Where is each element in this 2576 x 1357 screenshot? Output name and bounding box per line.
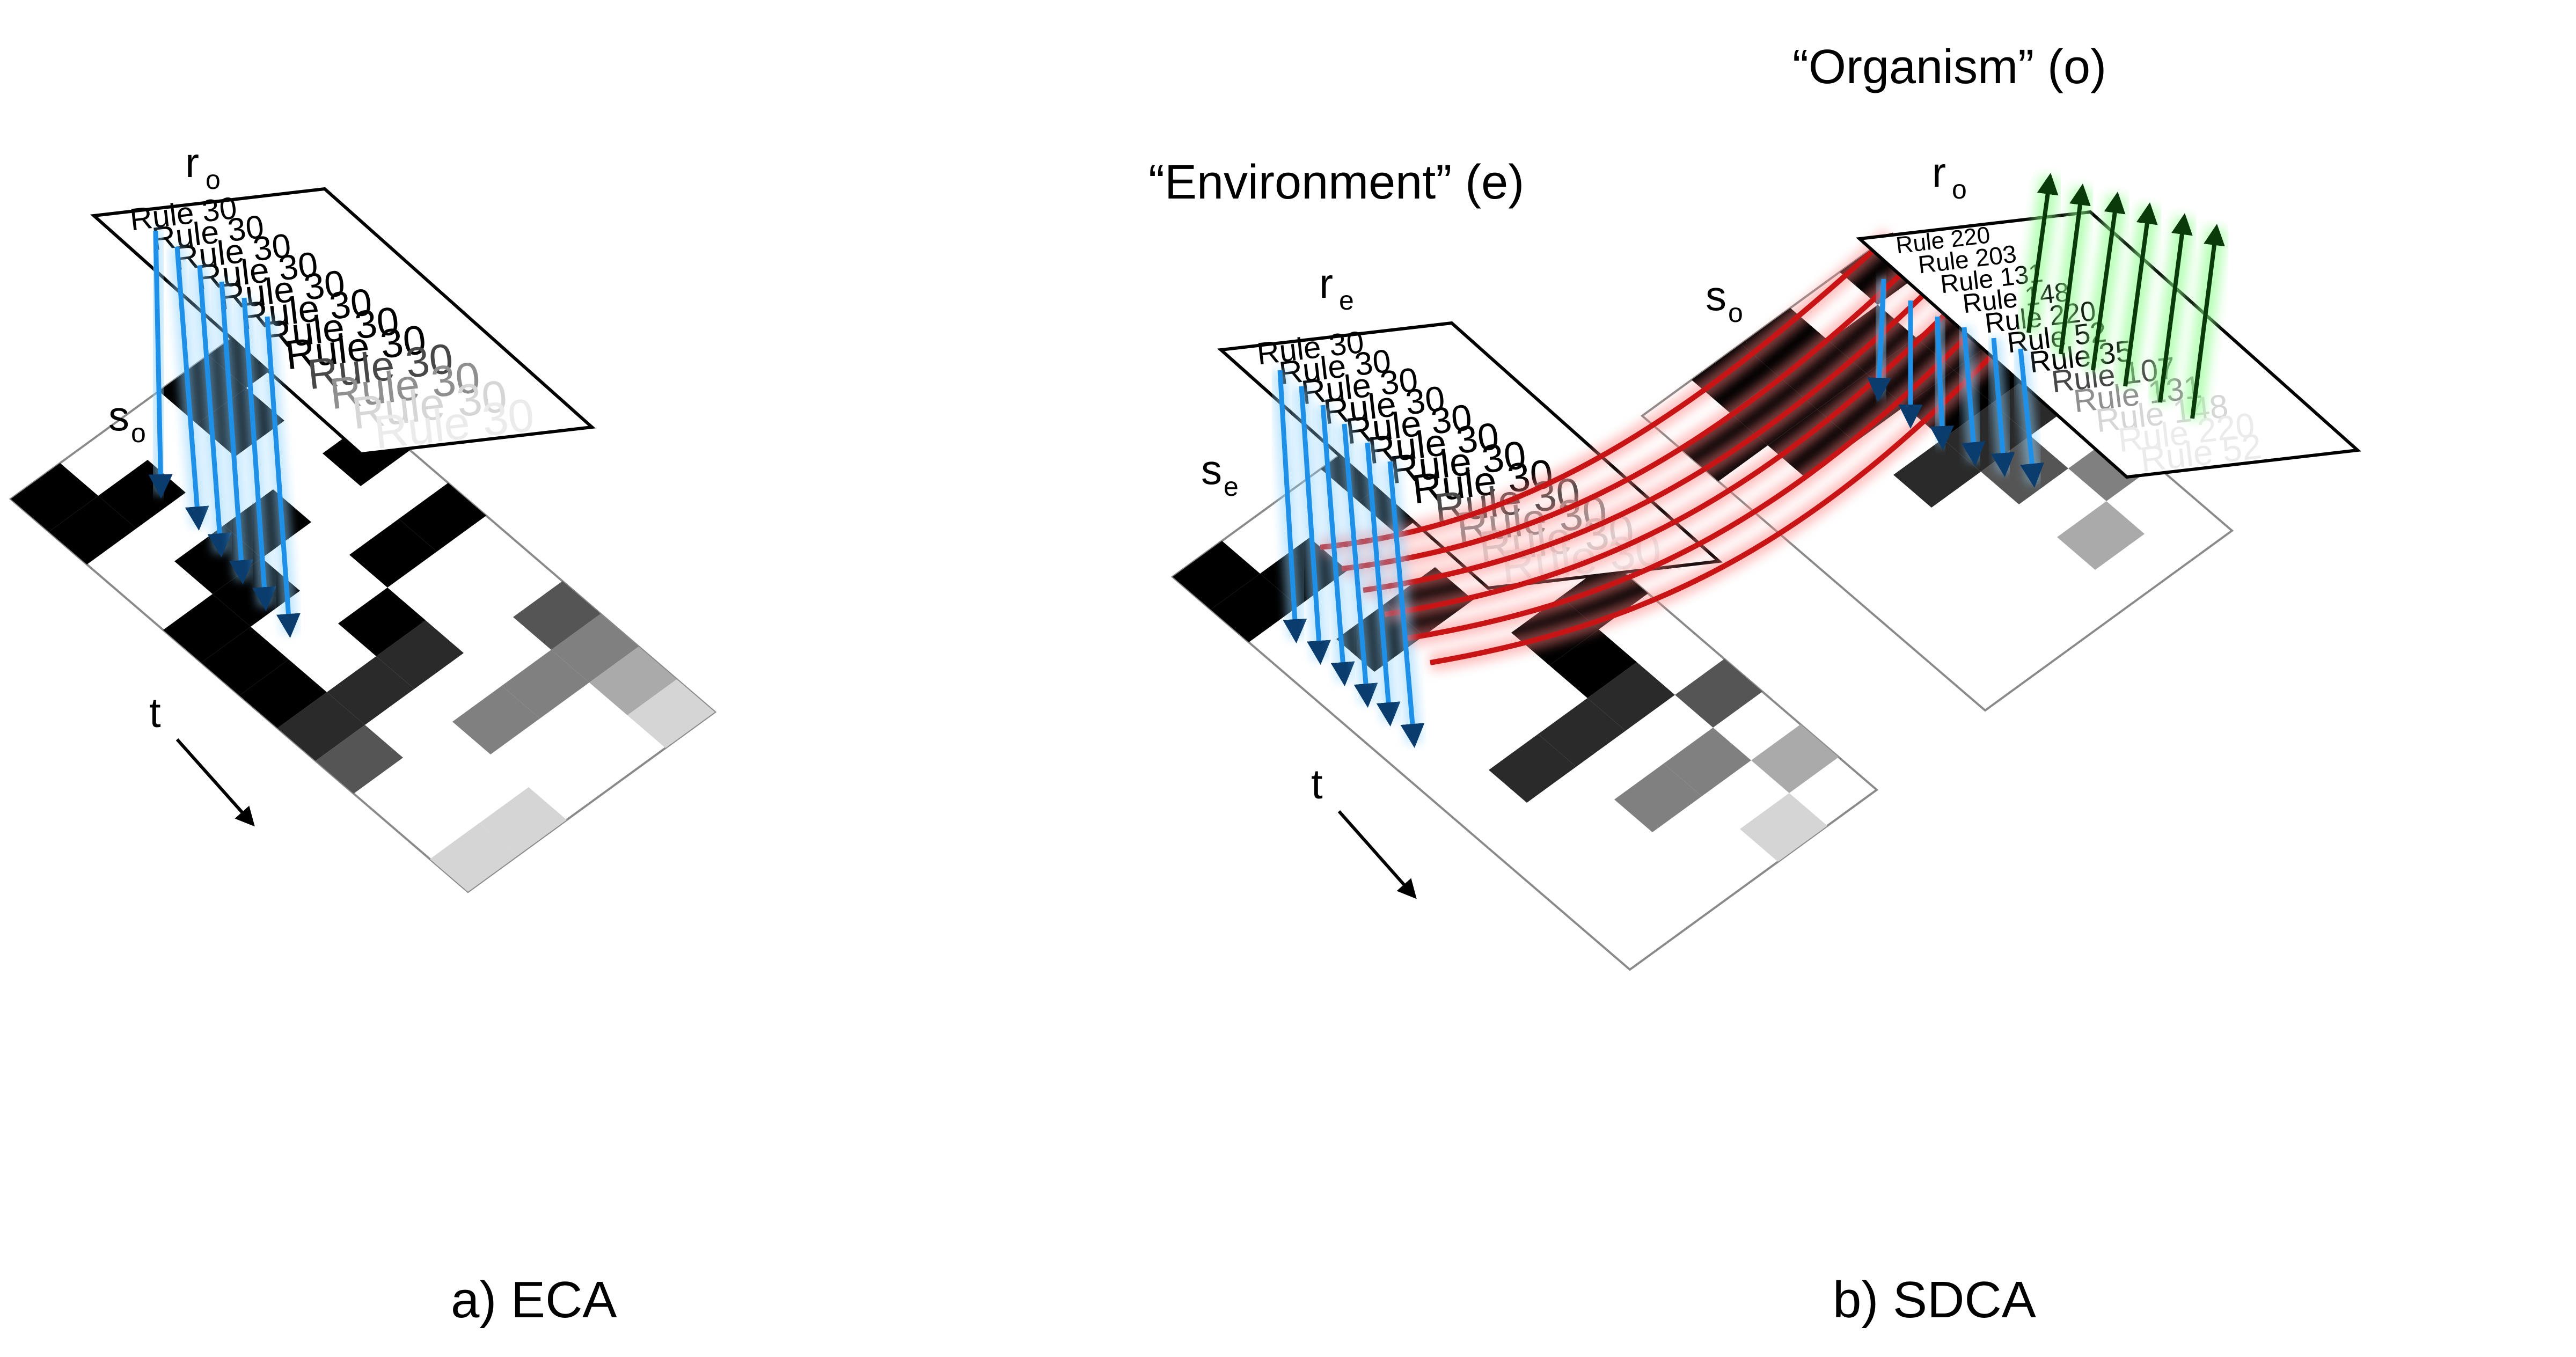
eca-grid-cell <box>349 519 437 588</box>
eca-grid-cell <box>399 483 486 552</box>
sdca-label-t: t <box>1311 760 1323 808</box>
env-grid-cell <box>1211 574 1298 642</box>
org-label-r: r <box>1932 149 1946 196</box>
org-blue-arrow <box>1867 278 1892 402</box>
eca-grid-cell <box>627 679 715 748</box>
green-update-arrow <box>2026 173 2059 333</box>
eca-caption: a) ECA <box>451 1271 617 1329</box>
org-outline <box>1856 210 2361 479</box>
env-grid-cell <box>1173 541 1260 610</box>
eca-blue-arrow <box>265 316 301 638</box>
org-grid-cell <box>2057 501 2145 570</box>
env-blue-arrow <box>1277 370 1307 643</box>
org-blue-arrow <box>1961 327 1986 466</box>
env-grid-cell <box>1538 698 1626 767</box>
env-grid-cell <box>1675 659 1762 728</box>
eca-label-r: r <box>185 139 199 186</box>
org-label-s: s <box>1706 272 1726 319</box>
green-rule-update-arrows <box>2018 173 2227 420</box>
eca-grid-cell <box>376 620 464 689</box>
env-grid-cell <box>1664 728 1751 796</box>
eca-grid-cell <box>277 692 365 761</box>
env-label-r: r <box>1319 260 1333 307</box>
green-update-arrow <box>2059 184 2091 355</box>
env-blue-arrow <box>1342 423 1378 708</box>
organism-title: “Organism” (o) <box>1792 40 2106 94</box>
org-grid-cell <box>1893 439 1981 508</box>
eca-grid-cell <box>239 659 327 728</box>
eca-grid-cell <box>49 496 136 564</box>
eca-grid-cell <box>201 627 289 695</box>
env-blue-arrow <box>1299 386 1331 665</box>
eca-blue-arrow <box>148 230 173 498</box>
org-blue-arrow <box>1990 338 2015 477</box>
green-update-arrow <box>2123 202 2158 387</box>
green-update-arrow <box>2190 224 2225 419</box>
eca-label-s: s <box>108 392 129 439</box>
env-blue-arrow <box>1320 405 1355 686</box>
env-grid-cell <box>1549 629 1637 698</box>
eca-label-s-sub: o <box>131 418 146 448</box>
red-coupling-arrow <box>1363 267 1952 593</box>
eca-grid-cell <box>551 614 639 683</box>
organism-blue-arrows <box>1867 278 2044 488</box>
eca-grid-cell <box>430 823 517 892</box>
environment-title: “Environment” (e) <box>1148 156 1524 209</box>
env-grid-cell <box>1751 724 1839 793</box>
env-label-s-sub: e <box>1224 472 1239 502</box>
org-label-r-sub: o <box>1952 174 1967 204</box>
env-label-s: s <box>1201 446 1222 493</box>
red-coupling-arrow <box>1320 232 1893 550</box>
green-update-arrow <box>2158 213 2193 403</box>
org-blue-arrow <box>2018 348 2044 488</box>
eca-grid-cell <box>338 588 426 656</box>
eca-grid-cell <box>163 594 251 663</box>
red-coupling-arrow <box>1341 251 1926 571</box>
env-grid-cell <box>1489 734 1576 803</box>
eca-blue-arrow <box>219 281 253 584</box>
eca-grid-cell <box>479 787 567 856</box>
eca-grid-cell <box>11 463 98 532</box>
org-grid-cell <box>1741 308 1828 377</box>
env-label-r-sub: e <box>1339 285 1354 316</box>
eca-blue-arrows <box>148 230 301 638</box>
eca-grid-cell <box>502 650 589 718</box>
eca-grid-cell <box>513 581 601 650</box>
env-blue-arrow <box>1387 461 1425 748</box>
org-blue-arrow <box>1930 316 1954 450</box>
env-blue-arrow <box>1365 442 1401 727</box>
eca-grid-cell <box>316 725 403 794</box>
eca-blue-arrow <box>174 246 209 531</box>
eca-grid-cell <box>589 647 677 715</box>
eca-blue-arrow <box>197 265 232 558</box>
eca-grid-cell <box>327 656 414 725</box>
eca-label-r-sub: o <box>206 165 221 195</box>
environment-blue-arrows <box>1272 370 1425 748</box>
env-grid-cell <box>1614 764 1702 832</box>
env-grid-cell <box>1587 662 1675 731</box>
sdca-time-arrow <box>1337 810 1417 899</box>
green-update-arrow <box>2091 192 2126 371</box>
env-grid-cell <box>1740 793 1827 862</box>
eca-blue-arrow <box>241 297 276 611</box>
eca-time-arrow <box>175 738 255 827</box>
eca-label-t: t <box>149 689 161 736</box>
eca-grid-cell <box>452 686 540 754</box>
org-label-s-sub: o <box>1728 298 1743 328</box>
sdca-caption: b) SDCA <box>1833 1271 2036 1329</box>
